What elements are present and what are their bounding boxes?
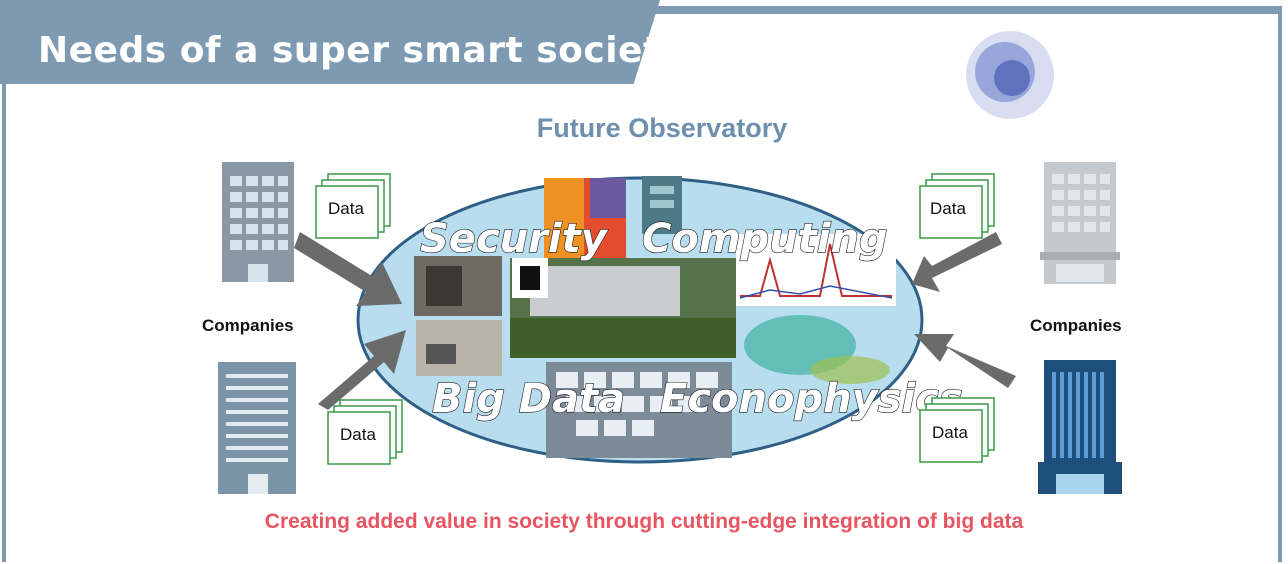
companies-label-right: Companies: [1030, 316, 1122, 335]
page-title: Needs of a super smart society: [38, 30, 685, 71]
keyword-big-data: Big Data: [432, 376, 625, 422]
companies-label-left: Companies: [202, 316, 294, 335]
future-observatory-label: Future Observatory: [536, 113, 788, 143]
building-top-left: [222, 162, 294, 282]
keyword-econophysics: Econophysics: [660, 376, 963, 422]
data-label: Data: [932, 423, 968, 442]
building-top-right: [1040, 162, 1120, 284]
photo-collage: [414, 176, 896, 458]
arrows: [294, 232, 1016, 410]
data-doc-top-left: Data: [315, 173, 391, 239]
arrow-top-right: [912, 232, 1002, 292]
arrow-bottom-right: [914, 334, 1016, 388]
title-tab: [0, 0, 660, 84]
network-graph-icon: [966, 31, 1054, 119]
keyword-security: Security: [420, 216, 609, 262]
keyword-computing: Computing: [642, 216, 888, 262]
arrow-bottom-left: [318, 330, 406, 410]
data-doc-bottom-right: Data: [919, 397, 995, 463]
bottom-caption: Creating added value in society through …: [264, 510, 1024, 533]
data-label: Data: [328, 199, 364, 218]
data-doc-bottom-left: Data: [327, 399, 403, 465]
data-label: Data: [930, 199, 966, 218]
building-bottom-left: [218, 362, 296, 494]
arrow-top-left: [294, 232, 402, 306]
data-doc-top-right: Data: [919, 173, 995, 239]
data-label: Data: [340, 425, 376, 444]
building-bottom-right: [1038, 360, 1122, 494]
